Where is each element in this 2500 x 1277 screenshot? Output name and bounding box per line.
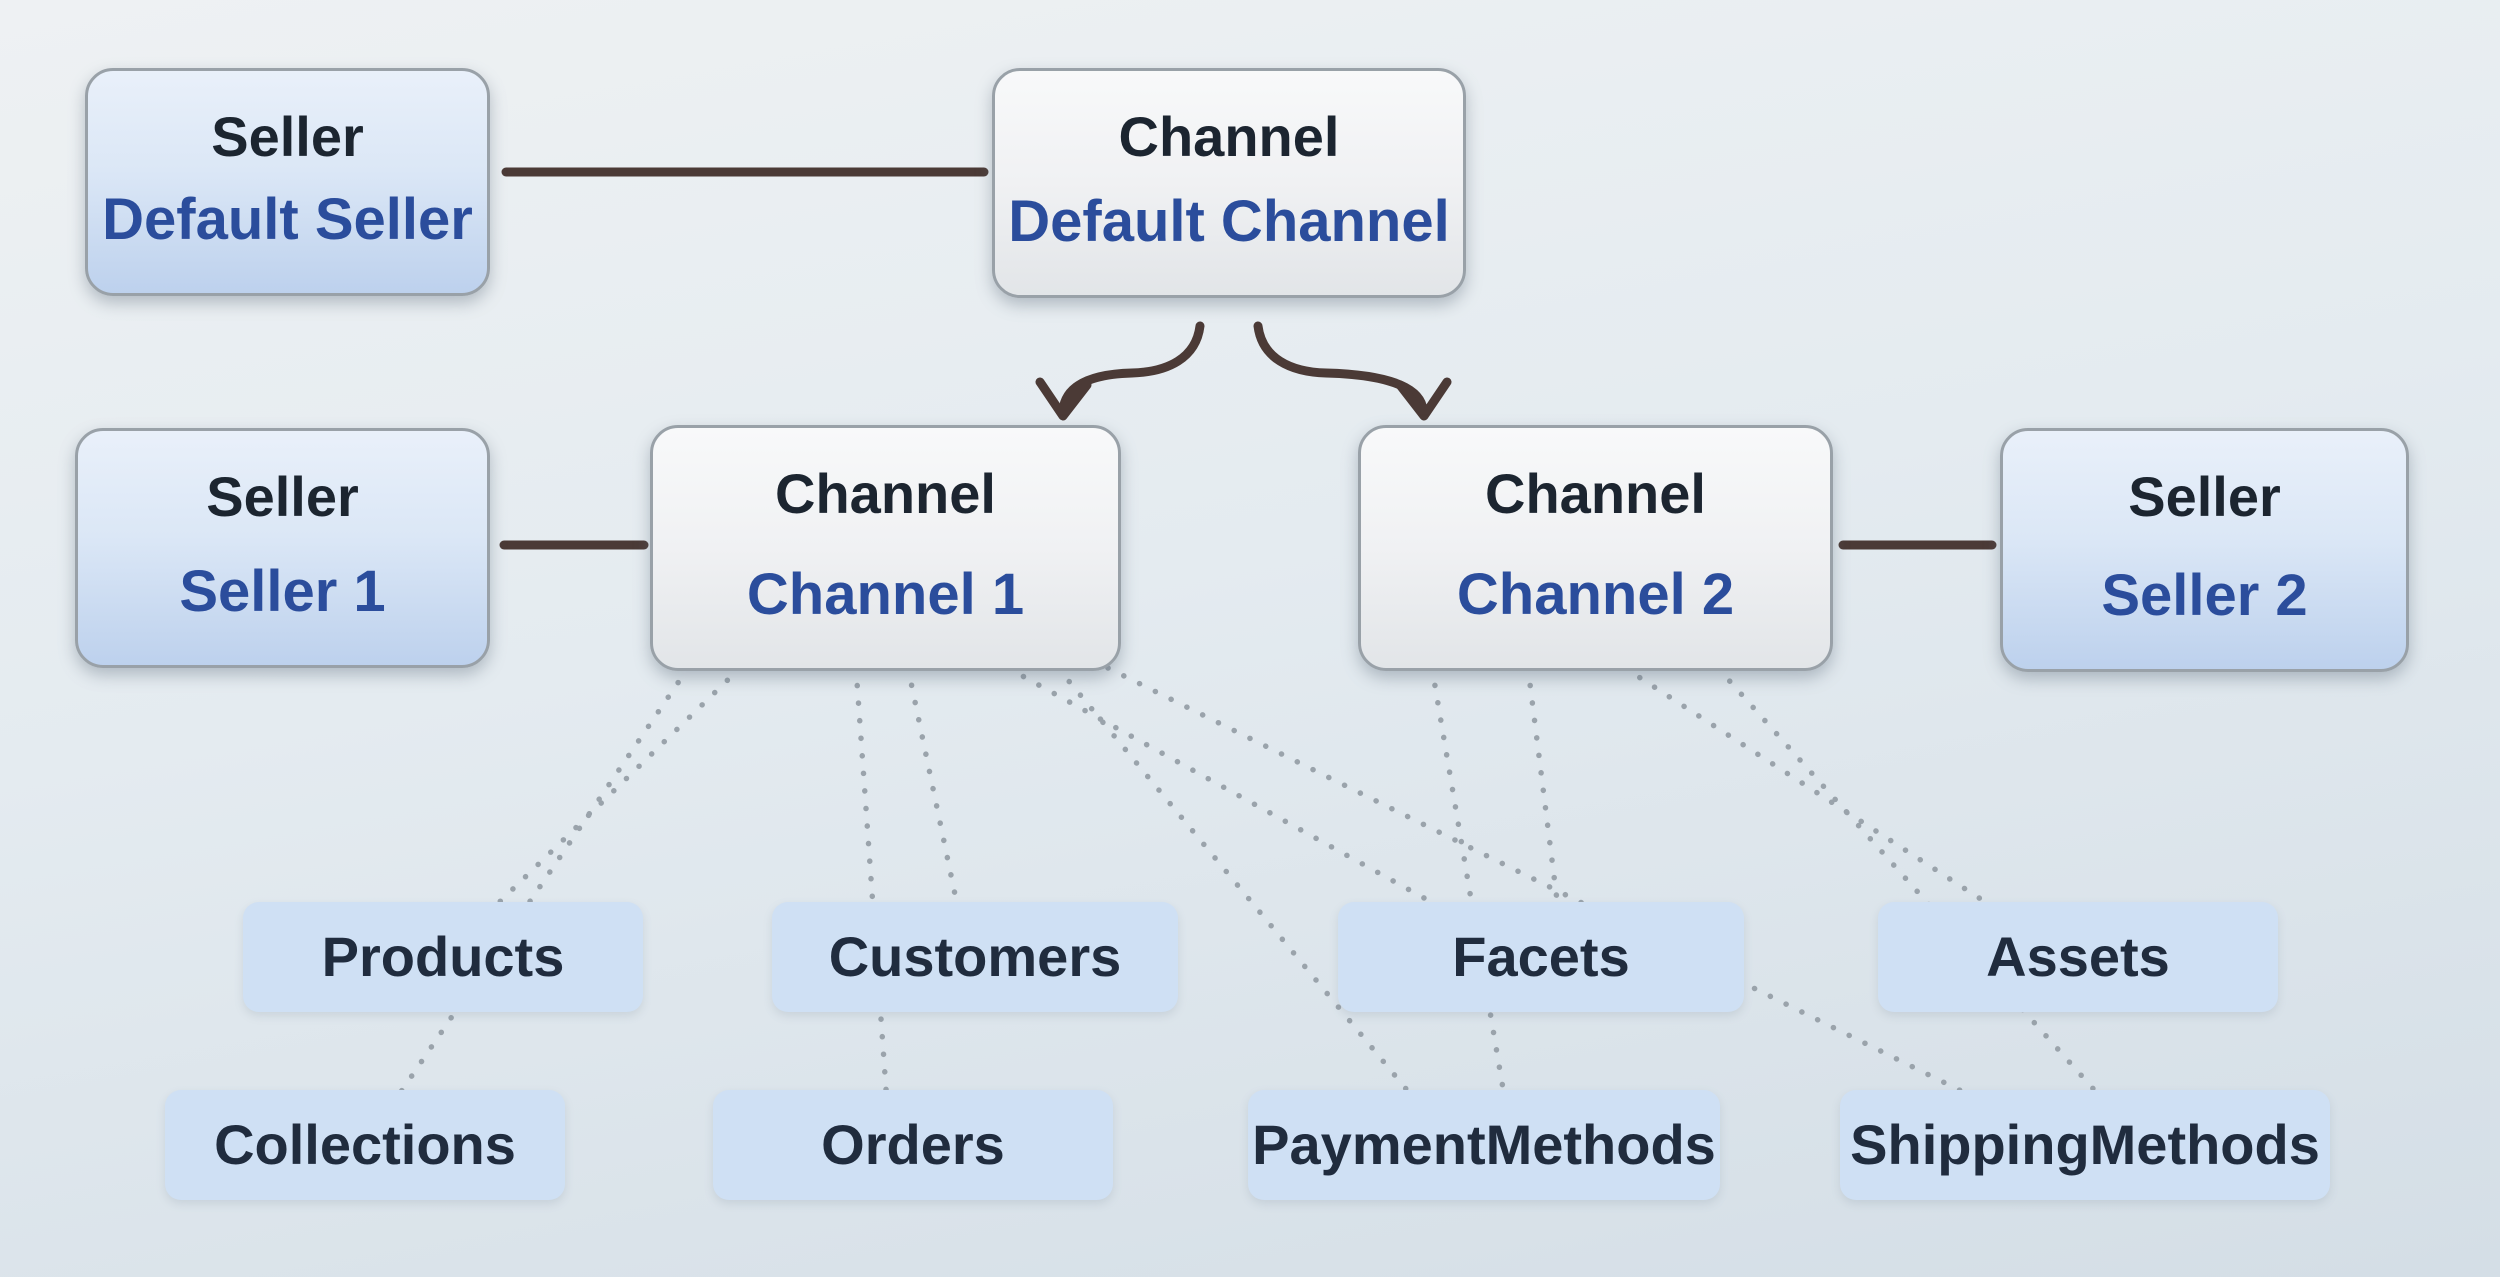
node-type-label: Seller <box>211 105 364 168</box>
entity-label: Products <box>321 925 565 988</box>
node-channel-1: Channel Channel 1 <box>650 425 1121 671</box>
entity-paymentmethods: PaymentMethods <box>1248 1090 1720 1200</box>
node-name-label: Default Seller <box>102 187 473 252</box>
entity-collections: Collections <box>165 1090 565 1200</box>
entity-label: Assets <box>1986 925 2170 988</box>
node-type-label: Seller <box>2128 465 2281 528</box>
arrowhead-channel2 <box>1395 377 1452 421</box>
dotted-connection-channel1-shippingmethods <box>1105 665 2043 1133</box>
node-name-label: Default Channel <box>1008 189 1450 254</box>
dotted-connection-channel1-paymentmethods <box>1055 665 1443 1133</box>
dotted-connection-channel1-facets <box>1005 665 1503 943</box>
node-type-label: Channel <box>1118 105 1340 168</box>
entity-label: PaymentMethods <box>1252 1113 1716 1176</box>
entity-label: Orders <box>821 1113 1005 1176</box>
entity-orders: Orders <box>713 1090 1113 1200</box>
entity-customers: Customers <box>772 902 1178 1012</box>
entity-label: Customers <box>828 925 1122 988</box>
dotted-connection-channel2-facets <box>1525 665 1565 943</box>
dotted-connection-channel2-paymentmethods <box>1429 665 1513 1133</box>
arrow-defaultchannel-channel1 <box>1058 321 1205 415</box>
node-channel-2: Channel Channel 2 <box>1358 425 1833 671</box>
node-name-label: Channel 2 <box>1456 562 1735 627</box>
node-name-label: Seller 2 <box>2101 563 2308 628</box>
node-default-channel: Channel Default Channel <box>992 68 1466 298</box>
entity-products: Products <box>243 902 643 1012</box>
arrowhead-channel1 <box>1035 377 1092 421</box>
node-type-label: Channel <box>775 462 996 525</box>
dotted-connection-channel2-shippingmethods <box>1715 665 2133 1133</box>
entity-shippingmethods: ShippingMethods <box>1840 1090 2330 1200</box>
node-type-label: Seller <box>206 465 359 528</box>
node-type-label: Channel <box>1485 462 1706 525</box>
node-seller-1: Seller Seller 1 <box>75 428 490 668</box>
node-seller-2: Seller Seller 2 <box>2000 428 2409 672</box>
node-name-label: Seller 1 <box>179 559 386 624</box>
entity-label: Facets <box>1452 925 1630 988</box>
node-name-label: Channel 1 <box>746 562 1025 627</box>
entity-label: ShippingMethods <box>1850 1113 2320 1176</box>
dotted-connection-channel1-products <box>440 665 743 960</box>
node-default-seller: Seller Default Seller <box>85 68 490 296</box>
arrow-defaultchannel-channel2 <box>1253 321 1428 415</box>
entity-label: Collections <box>214 1113 516 1176</box>
entity-facets: Facets <box>1338 902 1744 1012</box>
entity-assets: Assets <box>1878 902 2278 1012</box>
